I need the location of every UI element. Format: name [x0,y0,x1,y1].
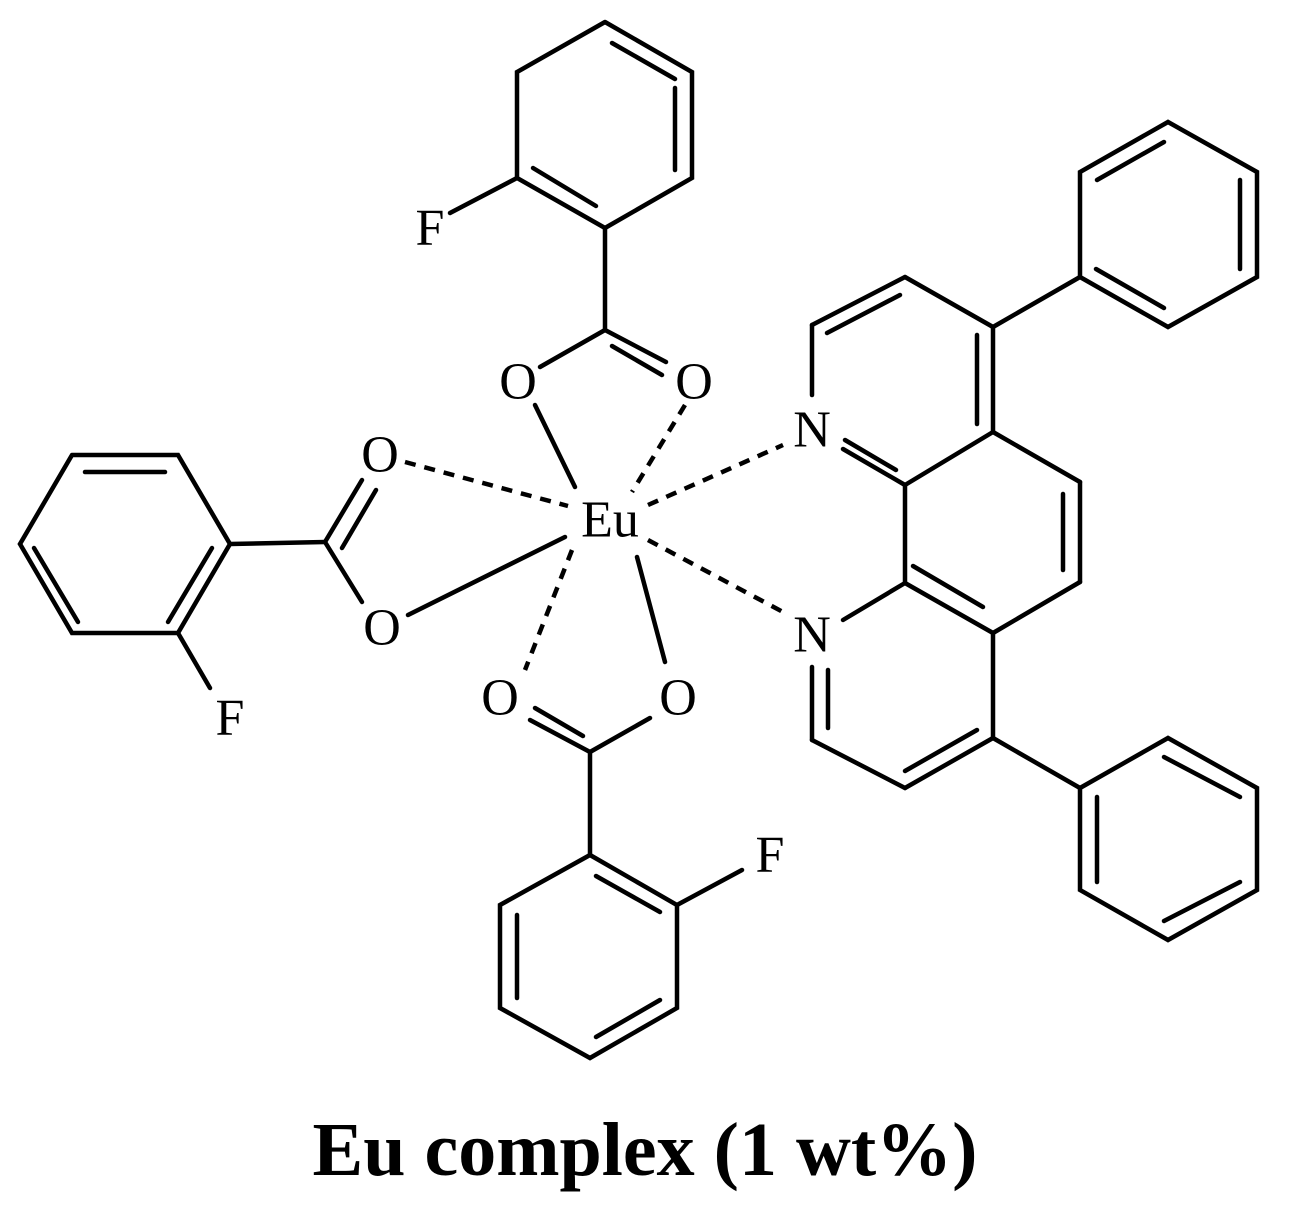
left-fluorine-label: F [216,690,245,747]
bottom-fluorine-label: F [756,827,785,884]
left-fluorobenzoate-ligand [17,452,379,691]
top-fluorobenzoate-ligand [447,19,695,378]
top-carboxylate-oxygen-1: O [499,354,537,411]
atom-labels: Eu O O O O O O N N F F F [216,200,831,884]
bottom-carboxylate-oxygen-2: O [659,670,697,727]
top-fluorine-label: F [416,200,445,257]
bathophenanthroline-ligand [809,119,1260,943]
bottom-carboxylate-oxygen-1: O [481,670,519,727]
phenanthroline-nitrogen-2: N [793,607,831,664]
coordination-bonds [404,402,785,671]
phenanthroline-nitrogen-1: N [793,402,831,459]
left-carboxylate-oxygen-2: O [363,600,401,657]
left-carboxylate-oxygen-1: O [361,427,399,484]
bottom-fluorobenzoate-ligand [497,705,745,1061]
figure-caption: Eu complex (1 wt%) [312,1108,978,1192]
central-atom-label: Eu [581,492,639,549]
top-carboxylate-oxygen-2: O [675,354,713,411]
